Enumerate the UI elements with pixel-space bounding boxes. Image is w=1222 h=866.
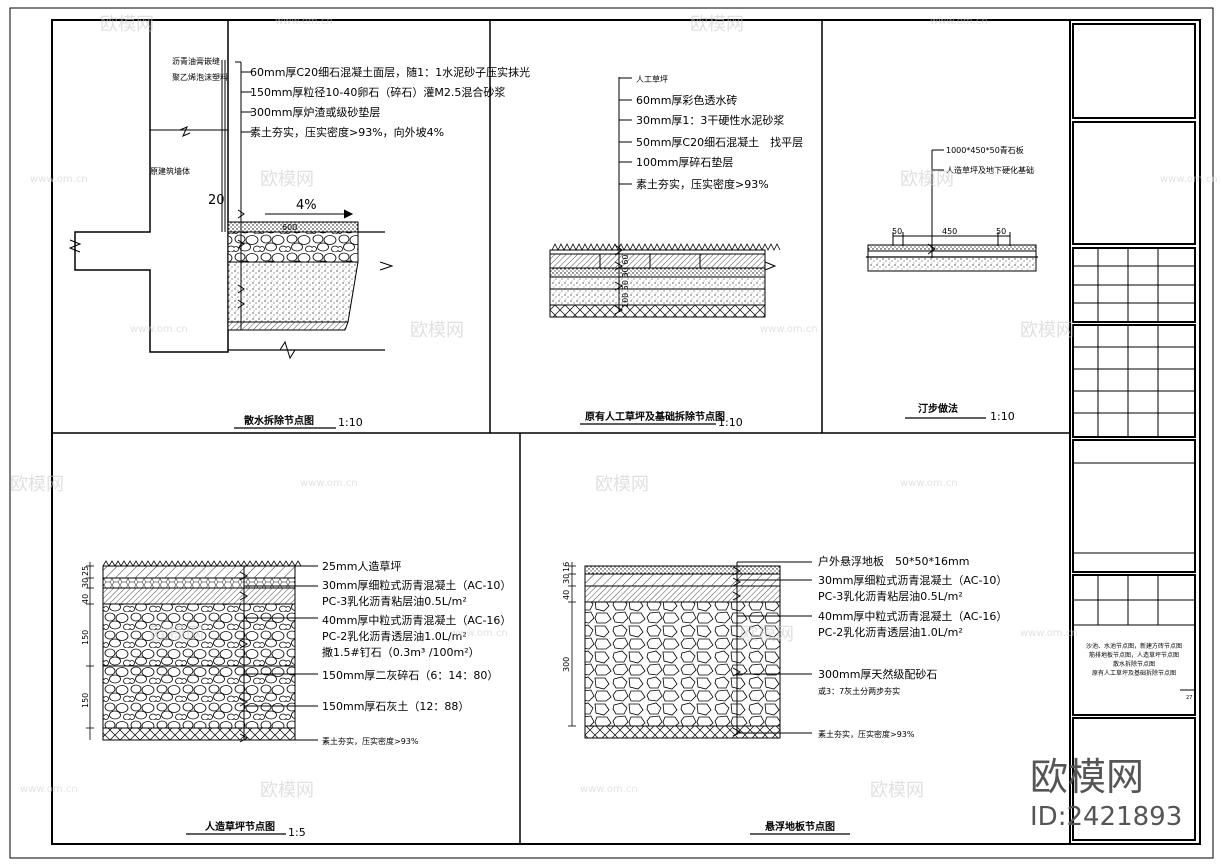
d1-side-3: 原建筑墙体 bbox=[150, 166, 190, 176]
wm-logo-10: 欧模网 bbox=[740, 624, 794, 645]
dim-600: 600 bbox=[282, 223, 297, 232]
d1-side-2: 聚乙烯泡沫塑料 bbox=[172, 72, 228, 82]
watermark-layer: 欧模网 www.om.cn 欧模网 www.om.cn 欧模网 www.om.c… bbox=[10, 14, 1218, 832]
wm-logo-12: 欧模网 bbox=[870, 780, 924, 801]
d2-layer-6: 素土夯实，压实密度>93% bbox=[636, 177, 769, 191]
d4-dim-150b: 150 bbox=[81, 693, 90, 708]
d5-layer-3: PC-3乳化沥青粘层油0.5L/m² bbox=[818, 589, 963, 603]
d2-layer-5: 100mm厚碎石垫层 bbox=[636, 155, 733, 169]
wm-site-7: www.om.cn bbox=[300, 478, 358, 489]
d5-layer-1: 户外悬浮地板 50*50*16mm bbox=[818, 554, 969, 568]
detail-turf-removal: 100 50 30 60 人工草坪 60mm厚彩色透水砖 30mm厚1：3干硬性… bbox=[549, 74, 803, 429]
d4-layer-9: 素土夯实，压实密度>93% bbox=[322, 736, 419, 746]
wm-site-2: www.om.cn bbox=[930, 16, 988, 27]
detail-artificial-turf: 40 30 25 150 150 25mm人造草坪 30mm厚细粒式沥青混凝土（… bbox=[81, 559, 511, 839]
d4-layer-2: 30mm厚细粒式沥青混凝土（AC-10） bbox=[322, 578, 511, 592]
d4-layer-4: 40mm厚中粒式沥青混凝土（AC-16） bbox=[322, 613, 511, 627]
d1-side-1: 沥青油膏嵌缝 bbox=[172, 56, 220, 66]
detail-stepping-stone: 50 450 50 1000*450*50青石板 人造草坪及地下硬化基础 汀步做… bbox=[866, 145, 1038, 423]
wm-logo-2: 欧模网 bbox=[690, 14, 744, 35]
sheet-title-text: 沙池、水池节点图，新建方砖节点图筋排地板节点图，人造草坪节点图散水拆除节点图原有… bbox=[1086, 642, 1182, 677]
sheet-number: 27 bbox=[1186, 695, 1192, 701]
wm-site-6: www.om.cn bbox=[760, 324, 818, 335]
d2-scale: 1:10 bbox=[718, 416, 743, 429]
d4-layer-5: PC-2乳化沥青透层油1.0L/m² bbox=[322, 629, 467, 643]
d2-layer-2: 60mm厚彩色透水砖 bbox=[636, 93, 737, 107]
d4-scale: 1:5 bbox=[288, 826, 306, 839]
d1-layer-1: 60mm厚C20细石混凝土面层，随1：1水泥砂子压实抹光 bbox=[250, 65, 530, 79]
title-block: 沙池、水池节点图，新建方砖节点图筋排地板节点图，人造草坪节点图散水拆除节点图原有… bbox=[1072, 23, 1196, 841]
d3-dim-right: 50 bbox=[996, 227, 1006, 236]
wm-site-12: www.om.cn bbox=[580, 784, 638, 795]
d5-dim-300: 300 bbox=[562, 657, 571, 672]
wm-logo-5: 欧模网 bbox=[410, 320, 464, 341]
outer-frame bbox=[9, 7, 1214, 859]
wm-site-10: www.om.cn bbox=[1020, 628, 1078, 639]
d3-title: 汀步做法 bbox=[918, 402, 958, 415]
d2-layer-4: 50mm厚C20细石混凝土 找平层 bbox=[636, 135, 803, 149]
wm-site-1: www.om.cn bbox=[275, 16, 333, 27]
d4-dim-25: 25 bbox=[81, 566, 90, 576]
d3-dim-mid: 450 bbox=[942, 227, 957, 236]
wm-logo-4: 欧模网 bbox=[900, 169, 954, 190]
wm-logo-1: 欧模网 bbox=[100, 14, 154, 35]
wm-site-9: www.om.cn bbox=[450, 628, 508, 639]
d2-dims: 100 50 30 60 bbox=[621, 255, 630, 308]
wm-logo-9: 欧模网 bbox=[150, 624, 204, 645]
d5-layer-2: 30mm厚细粒式沥青混凝土（AC-10） bbox=[818, 573, 1007, 587]
d4-layer-8: 150mm厚石灰土（12：88） bbox=[322, 699, 469, 713]
wm-big-logo: 欧模网 bbox=[1030, 755, 1144, 799]
wm-site-8: www.om.cn bbox=[900, 478, 958, 489]
d4-dim-40: 40 bbox=[81, 594, 90, 604]
detail-floating-floor: 40 30 16 300 户外悬浮地板 50*50*16mm 30mm厚细粒式沥… bbox=[562, 554, 1007, 835]
wm-site-11: www.om.cn bbox=[20, 784, 78, 795]
d3-dim-left: 50 bbox=[892, 227, 902, 236]
d5-title: 悬浮地板节点图 bbox=[764, 820, 835, 833]
wm-logo-7: 欧模网 bbox=[10, 474, 64, 495]
inner-frame bbox=[51, 19, 1201, 845]
d5-layer-8: 素土夯实，压实密度>93% bbox=[818, 729, 915, 739]
wm-site-4: www.om.cn bbox=[1160, 174, 1218, 185]
d5-dim-30: 30 bbox=[562, 574, 571, 584]
d1-title: 散水拆除节点图 bbox=[244, 414, 314, 427]
d5-layer-4: 40mm厚中粒式沥青混凝土（AC-16） bbox=[818, 609, 1007, 623]
dim-20: 20 bbox=[208, 193, 225, 208]
d4-dim-150a: 150 bbox=[81, 630, 90, 645]
d4-layer-1: 25mm人造草坪 bbox=[322, 559, 401, 573]
wm-logo-6: 欧模网 bbox=[1020, 320, 1074, 341]
wm-logo-3: 欧模网 bbox=[260, 169, 314, 190]
d5-layer-7: 或3：7灰土分两步夯实 bbox=[818, 686, 900, 696]
d1-layer-3: 300mm厚炉渣或级砂垫层 bbox=[250, 105, 380, 119]
wm-logo-8: 欧模网 bbox=[595, 474, 649, 495]
d4-layer-3: PC-3乳化沥青粘层油0.5L/m² bbox=[322, 594, 467, 608]
d4-layer-7: 150mm厚二灰碎石（6：14：80） bbox=[322, 668, 498, 682]
d5-layer-5: PC-2乳化沥青透层油1.0L/m² bbox=[818, 625, 963, 639]
d4-layer-6: 撒1.5#钉石（0.3m³ /100m²） bbox=[322, 645, 480, 659]
d2-layer-1: 人工草坪 bbox=[636, 74, 668, 84]
slope-label: 4% bbox=[296, 198, 317, 213]
d5-layer-6: 300mm厚天然级配砂石 bbox=[818, 667, 937, 681]
wm-id: ID:2421893 bbox=[1030, 802, 1182, 832]
wm-logo-11: 欧模网 bbox=[260, 780, 314, 801]
d3-layer-2: 人造草坪及地下硬化基础 bbox=[946, 165, 1034, 175]
d2-title: 原有人工草坪及基础拆除节点图 bbox=[585, 410, 725, 423]
d1-scale: 1:10 bbox=[338, 416, 363, 429]
detail-apron-removal: 4% 20 600 60mm厚C20细石混凝土面层，随1：1水泥砂子压实抹光 1… bbox=[68, 20, 530, 429]
d5-dim-40: 40 bbox=[562, 590, 571, 600]
wm-site-5: www.om.cn bbox=[130, 324, 188, 335]
d1-layer-2: 150mm厚粒径10-40卵石（碎石）灌M2.5混合砂浆 bbox=[250, 85, 505, 99]
d2-layer-3: 30mm厚1：3干硬性水泥砂浆 bbox=[636, 113, 784, 127]
wm-site-3: www.om.cn bbox=[30, 174, 88, 185]
d4-title: 人造草坪节点图 bbox=[205, 820, 275, 833]
d3-layer-1: 1000*450*50青石板 bbox=[946, 145, 1024, 155]
d4-dim-30: 30 bbox=[81, 578, 90, 588]
d1-layer-4: 素土夯实，压实密度>93%，向外坡4% bbox=[250, 125, 444, 139]
d3-scale: 1:10 bbox=[990, 410, 1015, 423]
d5-dim-16: 16 bbox=[562, 562, 571, 572]
